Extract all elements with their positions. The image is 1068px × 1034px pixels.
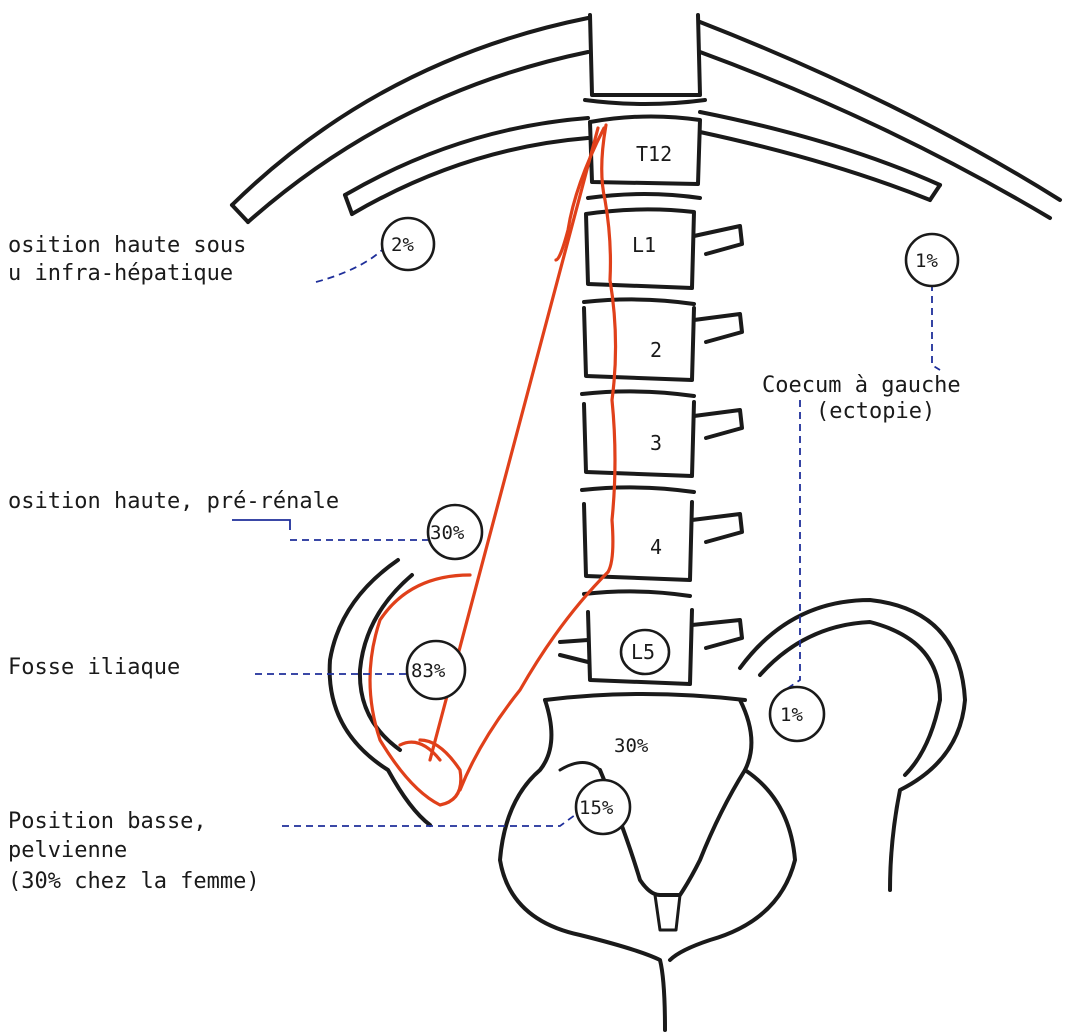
vertebra-label-l3: 3: [650, 431, 662, 455]
annotation-haute-sous-line2: u infra-hépatique: [8, 261, 233, 286]
lower-right-rib: [700, 112, 940, 200]
annotation-basse-line3: (30% chez la femme): [8, 869, 260, 894]
left-rib: [232, 18, 588, 222]
vertebra-label-l1: L1: [632, 233, 656, 257]
annotation-pre-renale: osition haute, pré-rénale: [8, 489, 339, 514]
pct-sous-hepatique: 2%: [391, 234, 414, 256]
annotation-basse-line1: Position basse,: [8, 809, 207, 834]
percentage-markers: 2% 1% 30% 83% 1% 30% 15%: [382, 218, 958, 834]
pct-pre-renale: 30%: [430, 522, 465, 544]
pct-gauche-bottom: 1%: [780, 704, 803, 726]
pct-sacrum: 30%: [614, 735, 649, 757]
pct-pelvienne: 15%: [579, 797, 614, 819]
vertebra-label-t12: T12: [636, 142, 672, 166]
vertebra-label-l4: 4: [650, 535, 662, 559]
annotation-gauche-line2: (ectopie): [816, 399, 935, 424]
annotation-basse-line2: pelvienne: [8, 838, 127, 863]
lower-left-rib: [345, 118, 588, 214]
annotation-gauche-line1: Coecum à gauche: [762, 373, 961, 398]
vertebra-label-l5: L5: [631, 640, 655, 664]
vertebra-label-l2: 2: [650, 338, 662, 362]
annotation-haute-sous-line1: osition haute sous: [8, 233, 246, 258]
annotation-fosse-iliaque: Fosse iliaque: [8, 655, 180, 680]
pct-gauche-top: 1%: [915, 250, 938, 272]
annotations: osition haute sous u infra-hépatique osi…: [8, 233, 961, 894]
right-rib: [700, 22, 1060, 218]
pct-fosse-iliaque: 83%: [411, 660, 446, 682]
